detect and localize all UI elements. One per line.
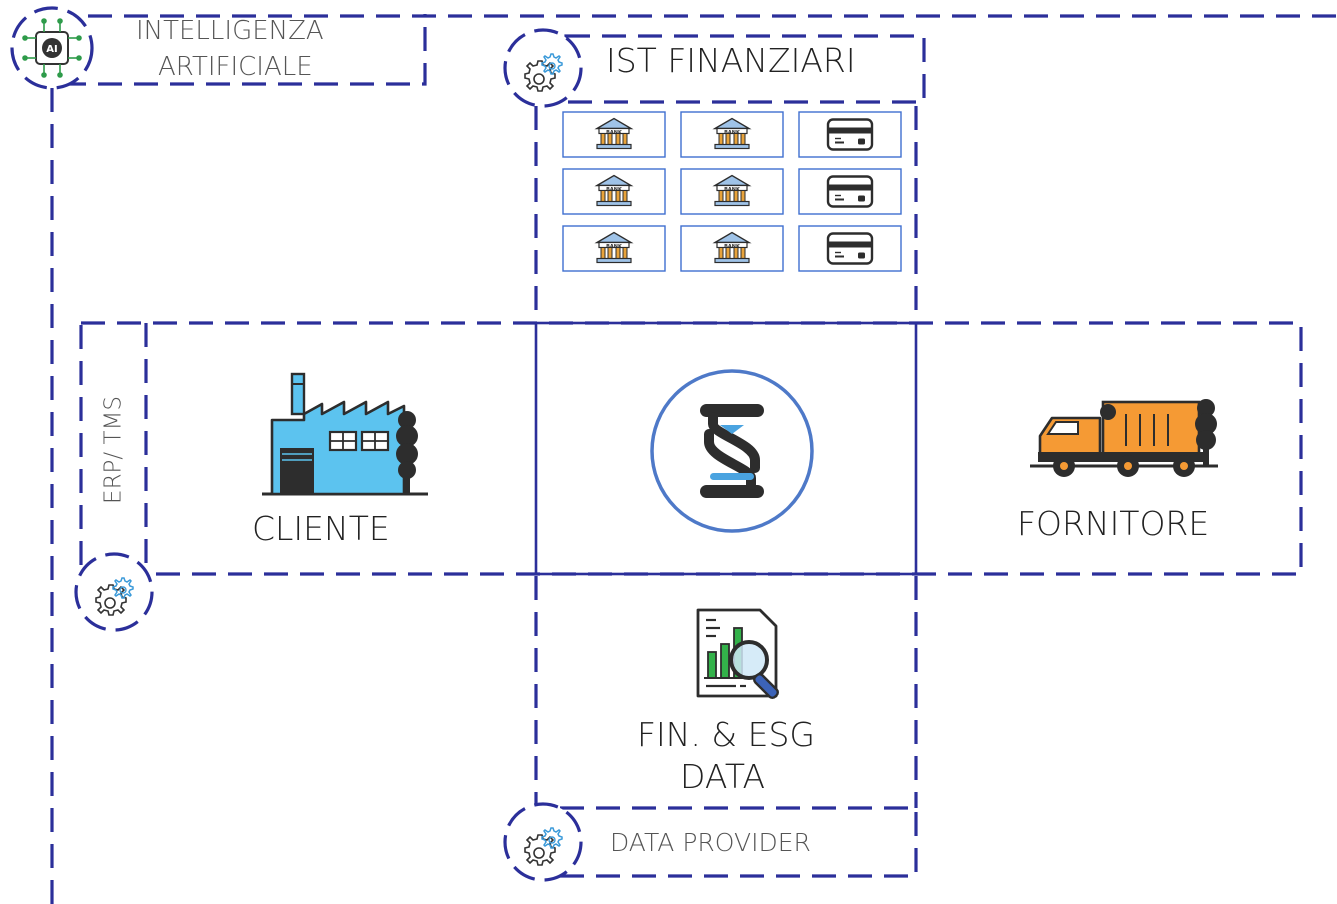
institution-grid: BANK BANK BANK BANK BANK BANK xyxy=(562,111,902,272)
ist-finanziari-label: IST FINANZIARI xyxy=(606,41,856,80)
erp-tms-label: ERP/ TMS xyxy=(100,396,127,504)
truck-icon xyxy=(1030,399,1218,477)
tile-card xyxy=(798,111,902,158)
tile-bank: BANK xyxy=(680,225,784,272)
tile-bank: BANK xyxy=(562,225,666,272)
card-icon xyxy=(826,175,874,208)
factory-icon xyxy=(262,372,428,496)
data-provider-gear-badge xyxy=(503,802,583,882)
tile-card xyxy=(798,225,902,272)
bank-text: BANK xyxy=(724,187,741,193)
fin-esg-label-line2: DATA xyxy=(680,757,766,796)
data-column xyxy=(534,576,918,808)
ist-gear-badge xyxy=(503,28,583,108)
bank-text: BANK xyxy=(606,187,623,193)
ai-label-line2: ARTIFICIALE xyxy=(158,52,313,82)
report-magnifier-icon xyxy=(696,608,779,699)
ai-label-line1: INTELLIGENZA xyxy=(136,16,324,46)
erp-gear-badge xyxy=(74,552,154,632)
tile-card xyxy=(798,168,902,215)
ai-label-box xyxy=(58,14,427,86)
bank-text: BANK xyxy=(606,244,623,250)
data-provider-label: DATA PROVIDER xyxy=(610,828,811,857)
tile-bank: BANK xyxy=(562,168,666,215)
bank-text: BANK xyxy=(724,244,741,250)
card-icon xyxy=(826,118,874,151)
tile-bank: BANK xyxy=(562,111,666,158)
bank-text: BANK xyxy=(724,130,741,136)
fin-esg-label-line1: FIN. & ESG xyxy=(637,715,815,754)
hourglass-logo-icon xyxy=(650,369,814,533)
central-band xyxy=(79,321,1303,576)
fornitore-label: FORNITORE xyxy=(1017,504,1210,543)
cliente-label: CLIENTE xyxy=(252,509,390,548)
tile-bank: BANK xyxy=(680,111,784,158)
tile-bank: BANK xyxy=(680,168,784,215)
hub-square xyxy=(534,321,918,576)
svg-text:AI: AI xyxy=(46,44,57,55)
bank-text: BANK xyxy=(606,130,623,136)
ai-chip-icon: AI xyxy=(22,18,82,78)
ai-badge: AI xyxy=(10,6,94,90)
ist-column xyxy=(534,106,918,322)
card-icon xyxy=(826,232,874,265)
